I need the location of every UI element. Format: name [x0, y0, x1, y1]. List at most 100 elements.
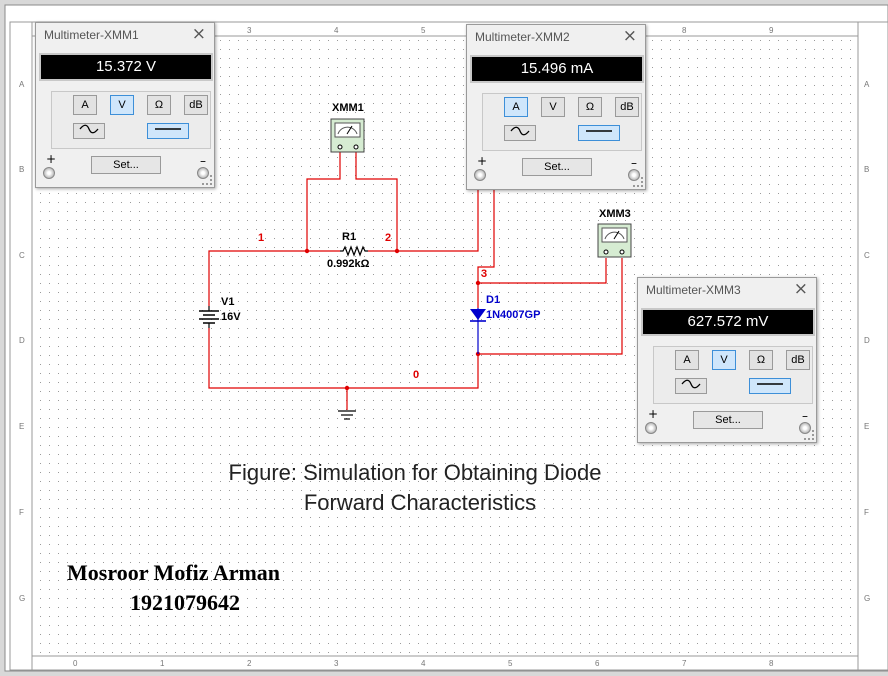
border-side-label: F — [864, 508, 869, 517]
mode-button-ohm[interactable]: Ω — [578, 97, 602, 117]
xmm1-instrument-icon[interactable] — [330, 118, 365, 153]
plus-terminal-label: + — [648, 407, 659, 421]
mode-button-ohm[interactable]: Ω — [749, 350, 773, 370]
plus-terminal[interactable] — [43, 167, 55, 179]
dc-mode-button[interactable] — [147, 123, 189, 139]
d1-model: 1N4007GP — [486, 309, 540, 321]
close-icon[interactable]: × — [622, 26, 637, 46]
plus-terminal-label: + — [46, 152, 57, 166]
ac-mode-button[interactable] — [675, 378, 707, 394]
close-icon[interactable]: × — [191, 24, 206, 44]
dc-mode-button[interactable] — [578, 125, 620, 141]
plus-terminal-label: + — [477, 154, 488, 168]
net-label-3: 3 — [481, 268, 487, 280]
border-side-label: A — [19, 80, 25, 89]
border-side-label: C — [864, 251, 870, 260]
border-bottom-label: 5 — [508, 659, 513, 668]
v1-value: 16V — [221, 311, 241, 323]
border-side-label: A — [864, 80, 870, 89]
mode-button-db[interactable]: dB — [615, 97, 639, 117]
border-top-label: 9 — [769, 26, 774, 35]
sine-wave-icon — [79, 124, 99, 134]
set-button[interactable]: Set... — [522, 158, 592, 176]
author-id: 1921079642 — [130, 590, 240, 615]
wire-xmm1-right[interactable] — [355, 152, 398, 251]
wire-xmm1-left[interactable] — [306, 152, 341, 251]
wire-xmm2-node3[interactable] — [477, 189, 495, 308]
border-bottom-label: 7 — [682, 659, 687, 668]
set-button[interactable]: Set... — [91, 156, 161, 174]
border-side-label: B — [19, 165, 24, 174]
plus-terminal[interactable] — [474, 169, 486, 181]
mode-button-a[interactable]: A — [675, 350, 699, 370]
wire-xmm3-plus[interactable] — [478, 258, 607, 284]
ac-mode-button[interactable] — [73, 123, 105, 139]
border-top-label: 4 — [334, 26, 339, 35]
plus-terminal[interactable] — [645, 422, 657, 434]
ac-mode-button[interactable] — [504, 125, 536, 141]
mode-button-db[interactable]: dB — [786, 350, 810, 370]
border-side-label: D — [864, 336, 870, 345]
border-side-label: F — [19, 508, 24, 517]
border-bottom-label: 0 — [73, 659, 78, 668]
xmm3-instrument-icon[interactable] — [597, 223, 632, 258]
border-bottom-label: 3 — [334, 659, 339, 668]
border-side-label: B — [864, 165, 869, 174]
set-button[interactable]: Set... — [693, 411, 763, 429]
multimeter-title: Multimeter-XMM1 — [44, 28, 139, 42]
wire-r1-right[interactable] — [368, 189, 479, 252]
d1-name: D1 — [486, 294, 500, 306]
resize-grip-icon[interactable] — [633, 177, 643, 187]
border-bottom-label: 8 — [769, 659, 774, 668]
minus-terminal[interactable] — [799, 422, 811, 434]
border-side-label: G — [19, 594, 25, 603]
wire-v1-top[interactable] — [208, 250, 340, 306]
r1-name: R1 — [342, 231, 356, 243]
diode-d1[interactable] — [470, 308, 486, 354]
multimeter-reading-display: 15.372 V — [39, 53, 213, 81]
mode-button-db[interactable]: dB — [184, 95, 208, 115]
border-bottom-label: 6 — [595, 659, 600, 668]
figure-caption-line1: Figure: Simulation for Obtaining Diode — [228, 460, 602, 485]
resistor-r1[interactable] — [340, 245, 368, 257]
border-top-label: 8 — [682, 26, 687, 35]
resize-grip-icon[interactable] — [804, 430, 814, 440]
junctions — [304, 248, 481, 391]
minus-terminal[interactable] — [197, 167, 209, 179]
xmm3-label: XMM3 — [599, 208, 631, 220]
mode-button-ohm[interactable]: Ω — [147, 95, 171, 115]
wire-v1-bottom[interactable] — [208, 328, 479, 389]
author-name: Mosroor Mofiz Arman — [67, 560, 281, 585]
border-bottom-label: 1 — [160, 659, 165, 668]
xmm1-label: XMM1 — [332, 102, 364, 114]
net-label-1: 1 — [258, 232, 264, 244]
mode-button-v[interactable]: V — [110, 95, 134, 115]
dc-mode-button[interactable] — [749, 378, 791, 394]
battery-v1[interactable] — [199, 306, 219, 328]
close-icon[interactable]: × — [793, 279, 808, 299]
mode-button-v[interactable]: V — [712, 350, 736, 370]
dc-line-icon — [586, 130, 612, 132]
dc-line-icon — [757, 383, 783, 385]
mode-button-a[interactable]: A — [73, 95, 97, 115]
border-top-label: 3 — [247, 26, 252, 35]
multimeter-reading-display: 15.496 mA — [470, 55, 644, 83]
minus-terminal[interactable] — [628, 169, 640, 181]
v1-name: V1 — [221, 296, 234, 308]
mode-button-a[interactable]: A — [504, 97, 528, 117]
wire-xmm3-minus[interactable] — [478, 258, 623, 355]
border-side-label: C — [19, 251, 25, 260]
resize-grip-icon[interactable] — [202, 175, 212, 185]
mode-button-v[interactable]: V — [541, 97, 565, 117]
dc-line-icon — [155, 128, 181, 130]
sine-wave-icon — [681, 379, 701, 389]
ground-symbol[interactable] — [338, 410, 356, 420]
border-top-label: 5 — [421, 26, 426, 35]
minus-terminal-label: – — [200, 154, 206, 168]
